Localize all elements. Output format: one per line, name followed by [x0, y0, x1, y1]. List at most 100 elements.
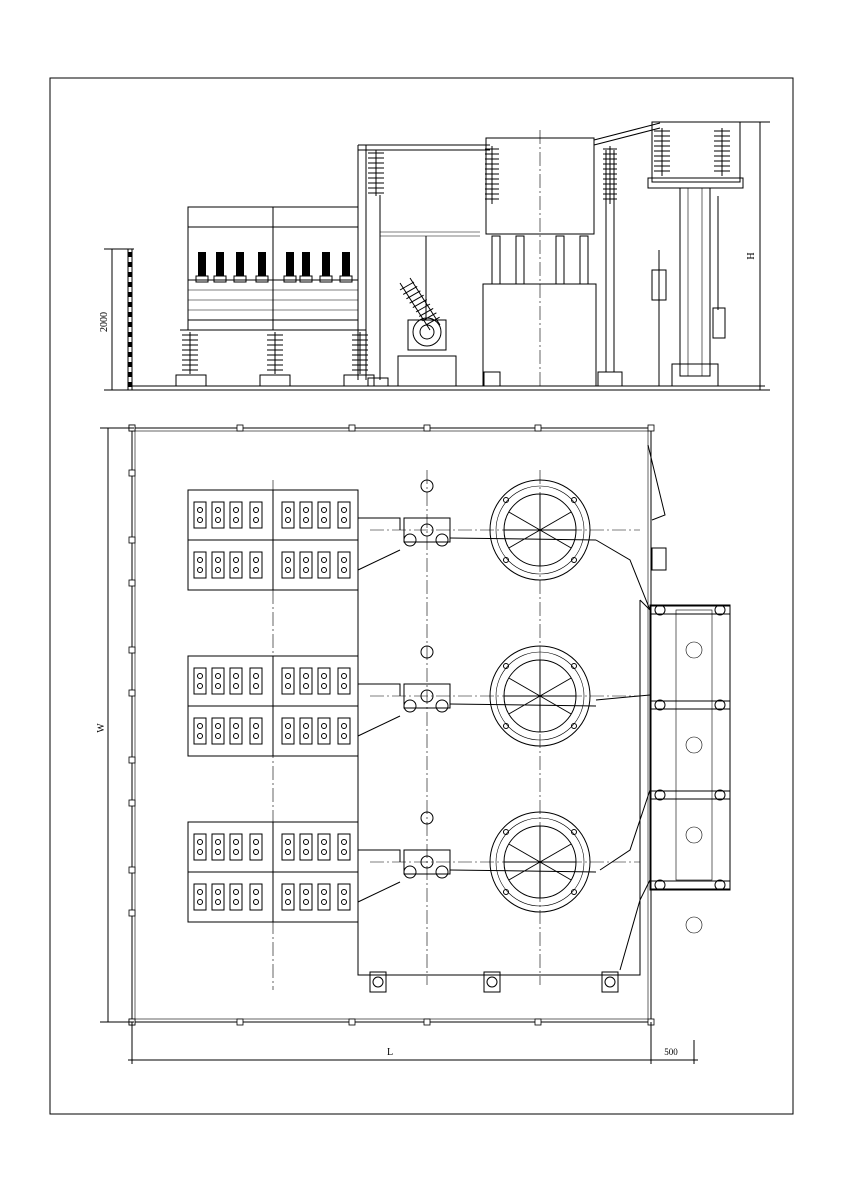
reactor-bolt — [571, 663, 577, 669]
hatch-mark — [128, 332, 132, 337]
capacitor-unit — [211, 501, 225, 529]
arrester-shed — [406, 290, 421, 300]
switch-pivot — [654, 789, 666, 801]
switch-bar — [649, 880, 731, 890]
ground-support — [483, 971, 501, 993]
insulator-cap — [435, 533, 449, 547]
reactor-bolt — [571, 829, 577, 835]
arrester-unit — [380, 231, 480, 387]
insulator-base — [403, 517, 451, 543]
capacitor-terminal — [233, 683, 239, 689]
fence-outline — [131, 427, 652, 1023]
hatch-mark — [128, 342, 132, 347]
insulator-top — [420, 811, 434, 825]
capacitor-terminal — [321, 899, 327, 905]
capacitor-terminal — [341, 567, 347, 573]
lead-wire — [449, 869, 597, 873]
capacitor-unit — [337, 551, 351, 579]
hatch-mark — [128, 252, 132, 257]
capacitor-unit — [193, 667, 207, 695]
capacitor-terminal — [253, 733, 259, 739]
capacitor-terminal — [233, 733, 239, 739]
insulator-cap — [403, 865, 417, 879]
reactor-plan — [489, 645, 591, 747]
capacitor-terminal — [321, 673, 327, 679]
reactor-ring — [495, 485, 585, 575]
capacitor-terminal — [303, 733, 309, 739]
capacitor-unit — [281, 667, 295, 695]
capacitor-terminal — [197, 507, 203, 513]
capacitor-terminal — [321, 507, 327, 513]
capacitor-terminal — [197, 839, 203, 845]
capacitor-terminal — [233, 839, 239, 845]
capacitor-unit — [337, 667, 351, 695]
fence-post — [534, 1018, 542, 1026]
ground-support — [601, 971, 619, 993]
capacitor-terminal — [215, 839, 221, 845]
capacitor-terminal — [285, 733, 291, 739]
hatch-mark — [128, 302, 132, 307]
capacitor-terminal — [233, 849, 239, 855]
fence-post — [128, 536, 136, 544]
capacitor-terminal — [253, 673, 259, 679]
capacitor-terminal — [233, 557, 239, 563]
capacitor-bank-plan — [187, 821, 401, 923]
capacitor-terminal — [233, 899, 239, 905]
switch-bar — [649, 790, 731, 800]
elevation-view: 2000 H — [99, 121, 770, 391]
arrester-shed — [425, 316, 440, 326]
capacitor-terminal — [285, 849, 291, 855]
capacitor-terminal — [197, 557, 203, 563]
capacitor-terminal — [253, 889, 259, 895]
capacitor-terminal — [321, 683, 327, 689]
reactor-outer — [489, 645, 591, 747]
column-insulator-left — [357, 144, 490, 387]
fence-post — [348, 424, 356, 432]
capacitor-terminal — [303, 889, 309, 895]
capacitor-terminal — [303, 673, 309, 679]
tank-leg — [515, 235, 525, 285]
capacitor-can — [342, 252, 350, 276]
capacitor-terminal — [303, 723, 309, 729]
capacitor-terminal — [197, 683, 203, 689]
capacitor-terminal — [285, 673, 291, 679]
capacitor-terminal — [215, 733, 221, 739]
switch-pivot — [714, 699, 726, 711]
capacitor-bank-plan — [187, 655, 401, 757]
ground-support-hole — [486, 976, 498, 988]
insulator-base — [403, 849, 451, 875]
capacitor-unit — [211, 551, 225, 579]
switch-pivot — [654, 699, 666, 711]
capacitor-unit — [211, 717, 225, 745]
fence-post — [128, 909, 136, 917]
capacitor-terminal — [253, 849, 259, 855]
capacitor-unit — [299, 883, 313, 911]
insulator-cap — [420, 523, 434, 537]
capacitor-can — [258, 252, 266, 276]
reactor-outer — [489, 479, 591, 581]
capacitor-terminal — [341, 733, 347, 739]
capacitor-terminal — [285, 899, 291, 905]
capacitor-unit — [229, 883, 243, 911]
capacitor-terminal — [233, 673, 239, 679]
capacitor-terminal — [253, 723, 259, 729]
capacitor-terminal — [321, 517, 327, 523]
capacitor-can — [236, 252, 244, 276]
capacitor-unit — [211, 833, 225, 861]
capacitor-base — [233, 275, 247, 283]
capacitor-terminal — [215, 673, 221, 679]
sheet-border — [49, 77, 794, 1115]
plan-width-dimension — [100, 427, 134, 1023]
hatch-mark — [128, 292, 132, 297]
capacitor-unit — [229, 501, 243, 529]
fence-post — [348, 1018, 356, 1026]
reactor-bolt — [571, 497, 577, 503]
capacitor-unit — [281, 717, 295, 745]
capacitor-terminal — [285, 557, 291, 563]
capacitor-terminal — [215, 507, 221, 513]
insulator-cap — [420, 855, 434, 869]
insulator-cap — [420, 689, 434, 703]
capacitor-unit — [317, 883, 331, 911]
capacitor-terminal — [197, 517, 203, 523]
capacitor-terminal — [197, 849, 203, 855]
